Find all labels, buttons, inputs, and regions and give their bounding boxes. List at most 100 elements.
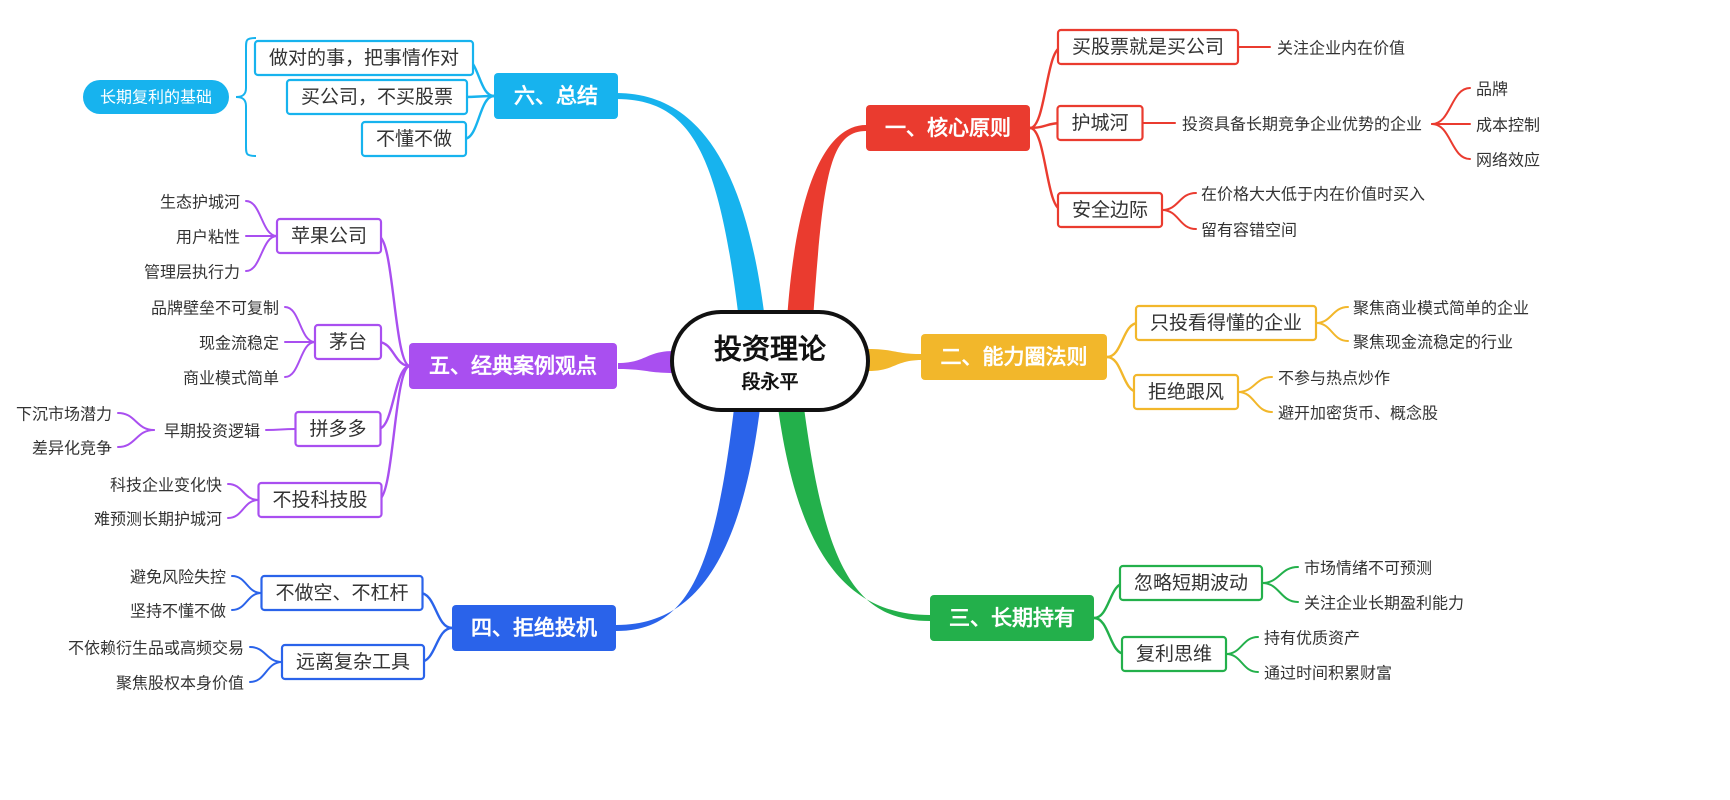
connector-line	[1315, 322, 1349, 342]
leaf-label: 用户粘性	[176, 228, 240, 247]
leaf-label: 市场情绪不可预测	[1304, 559, 1432, 578]
node-pinduoduo-label: 拼多多	[309, 418, 366, 440]
connector-line	[1431, 123, 1471, 160]
node-safety-margin-label: 安全边际	[1072, 199, 1148, 221]
node-dont-invest-unknown-box[interactable]	[360, 120, 468, 158]
leaf-label: 商业模式简单	[183, 369, 279, 388]
node-dont-invest-unknown-label: 不懂不做	[376, 128, 452, 150]
connector-line	[1261, 582, 1299, 603]
branch-trunk	[787, 125, 866, 320]
leaf-label: 品牌	[1476, 80, 1508, 99]
connector-line	[1261, 566, 1299, 584]
connector-line	[117, 412, 155, 431]
node-pinduoduo-box[interactable]	[294, 410, 382, 448]
leaf-label: 避开加密货币、概念股	[1278, 404, 1438, 423]
connector-line	[1431, 87, 1471, 125]
leaf-label: 差异化竞争	[32, 439, 112, 458]
connector-line	[1161, 192, 1197, 211]
node-apple-label: 苹果公司	[291, 225, 367, 247]
leaf-label: 不参与热点炒作	[1278, 369, 1390, 388]
branch-trunk	[618, 351, 674, 373]
leaf-label: 品牌壁垒不可复制	[151, 299, 279, 318]
connector-line	[1225, 653, 1259, 673]
connector-line	[1237, 376, 1273, 393]
branch-long-term-holding-box[interactable]	[930, 595, 1094, 641]
summary-pill[interactable]	[82, 80, 229, 114]
node-understandable-label: 只投看得懂的企业	[1150, 312, 1302, 334]
branch-trunk	[868, 349, 922, 371]
leaf-label: 投资具备长期竞争企业优势的企业	[1182, 115, 1422, 134]
summary-bracket	[235, 37, 257, 157]
node-moutai-box[interactable]	[313, 323, 383, 361]
leaf-label: 避免风险失控	[130, 568, 226, 587]
node-no-following-box[interactable]	[1132, 373, 1240, 411]
connector-line	[1161, 209, 1197, 230]
summary-pill-label: 长期复利的基础	[100, 88, 212, 107]
branch-classic-cases-label: 五、经典案例观点	[429, 354, 597, 378]
connector-line	[1315, 306, 1349, 324]
branch-no-speculation-label: 四、拒绝投机	[471, 616, 597, 640]
branch-long-term-holding-label: 三、长期持有	[949, 606, 1075, 630]
branch-circle-of-competence-label: 二、能力圈法则	[941, 345, 1088, 369]
branch-classic-cases-box[interactable]	[409, 343, 617, 389]
leaf-label: 下沉市场潜力	[16, 405, 112, 424]
connector-line	[249, 646, 283, 663]
branch-core-principles-label: 一、核心原则	[885, 116, 1011, 140]
node-buy-company-not-stock-box[interactable]	[285, 78, 469, 116]
node-ignore-volatility-box[interactable]	[1118, 564, 1264, 602]
node-no-tech-stocks-label: 不投科技股	[272, 489, 367, 511]
node-do-right-things-box[interactable]	[253, 39, 475, 77]
leaf-label: 通过时间积累财富	[1264, 664, 1392, 683]
connector-line	[284, 341, 316, 378]
node-understandable-box[interactable]	[1134, 304, 1318, 342]
connector-line	[231, 592, 263, 611]
leaf-label: 科技企业变化快	[110, 476, 222, 495]
node-do-right-things-label: 做对的事，把事情作对	[269, 47, 459, 69]
node-moat-box[interactable]	[1056, 104, 1144, 142]
leaf-label: 坚持不懂不做	[130, 602, 226, 621]
connector-line	[249, 661, 283, 683]
node-moutai-label: 茅台	[329, 331, 367, 353]
node-compounding-box[interactable]	[1120, 635, 1228, 673]
node-buy-company-not-stock-label: 买公司，不买股票	[301, 86, 453, 108]
leaf-label: 关注企业长期盈利能力	[1304, 594, 1464, 613]
connector-line	[245, 200, 278, 237]
connector-line	[227, 499, 260, 519]
branch-trunk	[616, 93, 765, 320]
leaf-label: 聚焦商业模式简单的企业	[1353, 299, 1529, 318]
connector-line	[1092, 616, 1127, 656]
leaf-label: 聚焦股权本身价值	[116, 674, 244, 693]
connector-line	[231, 575, 263, 594]
connector-line	[245, 235, 278, 272]
branch-trunk	[616, 400, 761, 631]
leaf-label: 网络效应	[1476, 151, 1540, 170]
connector-line	[284, 306, 316, 343]
leaf-label: 留有容错空间	[1201, 221, 1297, 240]
leaf-label: 现金流稳定	[199, 334, 279, 353]
node-apple-box[interactable]	[275, 217, 383, 255]
node-buy-company-box[interactable]	[1056, 28, 1240, 66]
node-moat-label: 护城河	[1071, 112, 1128, 134]
connector-line	[376, 364, 412, 502]
branch-circle-of-competence-box[interactable]	[921, 334, 1107, 380]
leaf-label: 持有优质资产	[1264, 629, 1360, 648]
branch-trunk	[777, 400, 930, 621]
node-safety-margin-box[interactable]	[1056, 191, 1164, 229]
branch-summary-label: 六、总结	[514, 84, 598, 108]
center-node[interactable]	[670, 310, 870, 412]
branch-summary-box[interactable]	[494, 73, 618, 119]
node-avoid-complex-tools-box[interactable]	[280, 643, 426, 681]
leaf-label: 在价格大大低于内在价值时买入	[1201, 185, 1425, 204]
node-no-following-label: 拒绝跟风	[1148, 381, 1224, 403]
node-no-short-no-leverage-box[interactable]	[260, 574, 424, 612]
leaf-label: 早期投资逻辑	[164, 422, 260, 441]
connector-line	[265, 428, 297, 431]
connector-line	[1105, 321, 1140, 359]
connector-line	[376, 364, 412, 431]
branch-no-speculation-box[interactable]	[452, 605, 616, 651]
leaf-label: 不依赖衍生品或高频交易	[68, 639, 244, 658]
branch-core-principles-box[interactable]	[866, 105, 1030, 151]
node-compounding-label: 复利思维	[1136, 643, 1212, 665]
connector-line	[1225, 636, 1259, 655]
node-no-tech-stocks-box[interactable]	[257, 481, 383, 519]
